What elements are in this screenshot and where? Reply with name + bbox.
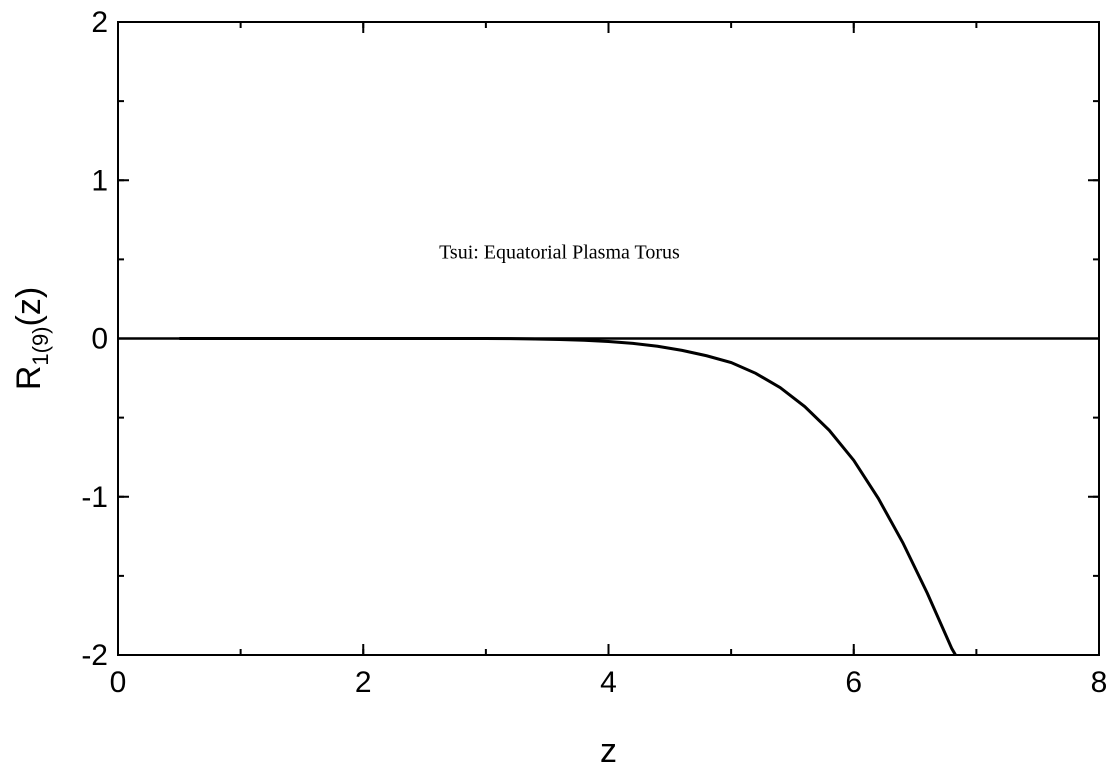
x-axis-label: z [600, 732, 617, 770]
chart-annotation: Tsui: Equatorial Plasma Torus [439, 241, 680, 263]
y-axis-label: R1(9)(z) [10, 287, 53, 390]
y-axis-label-main: R [10, 366, 48, 391]
ticks-layer: 0 2 4 6 8 2 1 0 -1 -2 [81, 6, 1107, 699]
y-axis-label-suffix: (z) [10, 287, 48, 327]
x-tick-label: 0 [110, 666, 127, 699]
x-tick-label: 6 [845, 666, 862, 699]
y-tick-label: 0 [91, 323, 108, 356]
y-tick-label: -1 [81, 481, 108, 514]
x-tick-label: 8 [1091, 666, 1108, 699]
series-line [179, 337, 957, 656]
x-tick-label: 4 [600, 666, 617, 699]
y-tick-label: -2 [81, 639, 108, 672]
y-axis-label-subscript: 1(9) [28, 326, 53, 365]
y-tick-label: 2 [91, 6, 108, 39]
y-tick-label: 1 [91, 164, 108, 197]
x-tick-label: 2 [355, 666, 372, 699]
